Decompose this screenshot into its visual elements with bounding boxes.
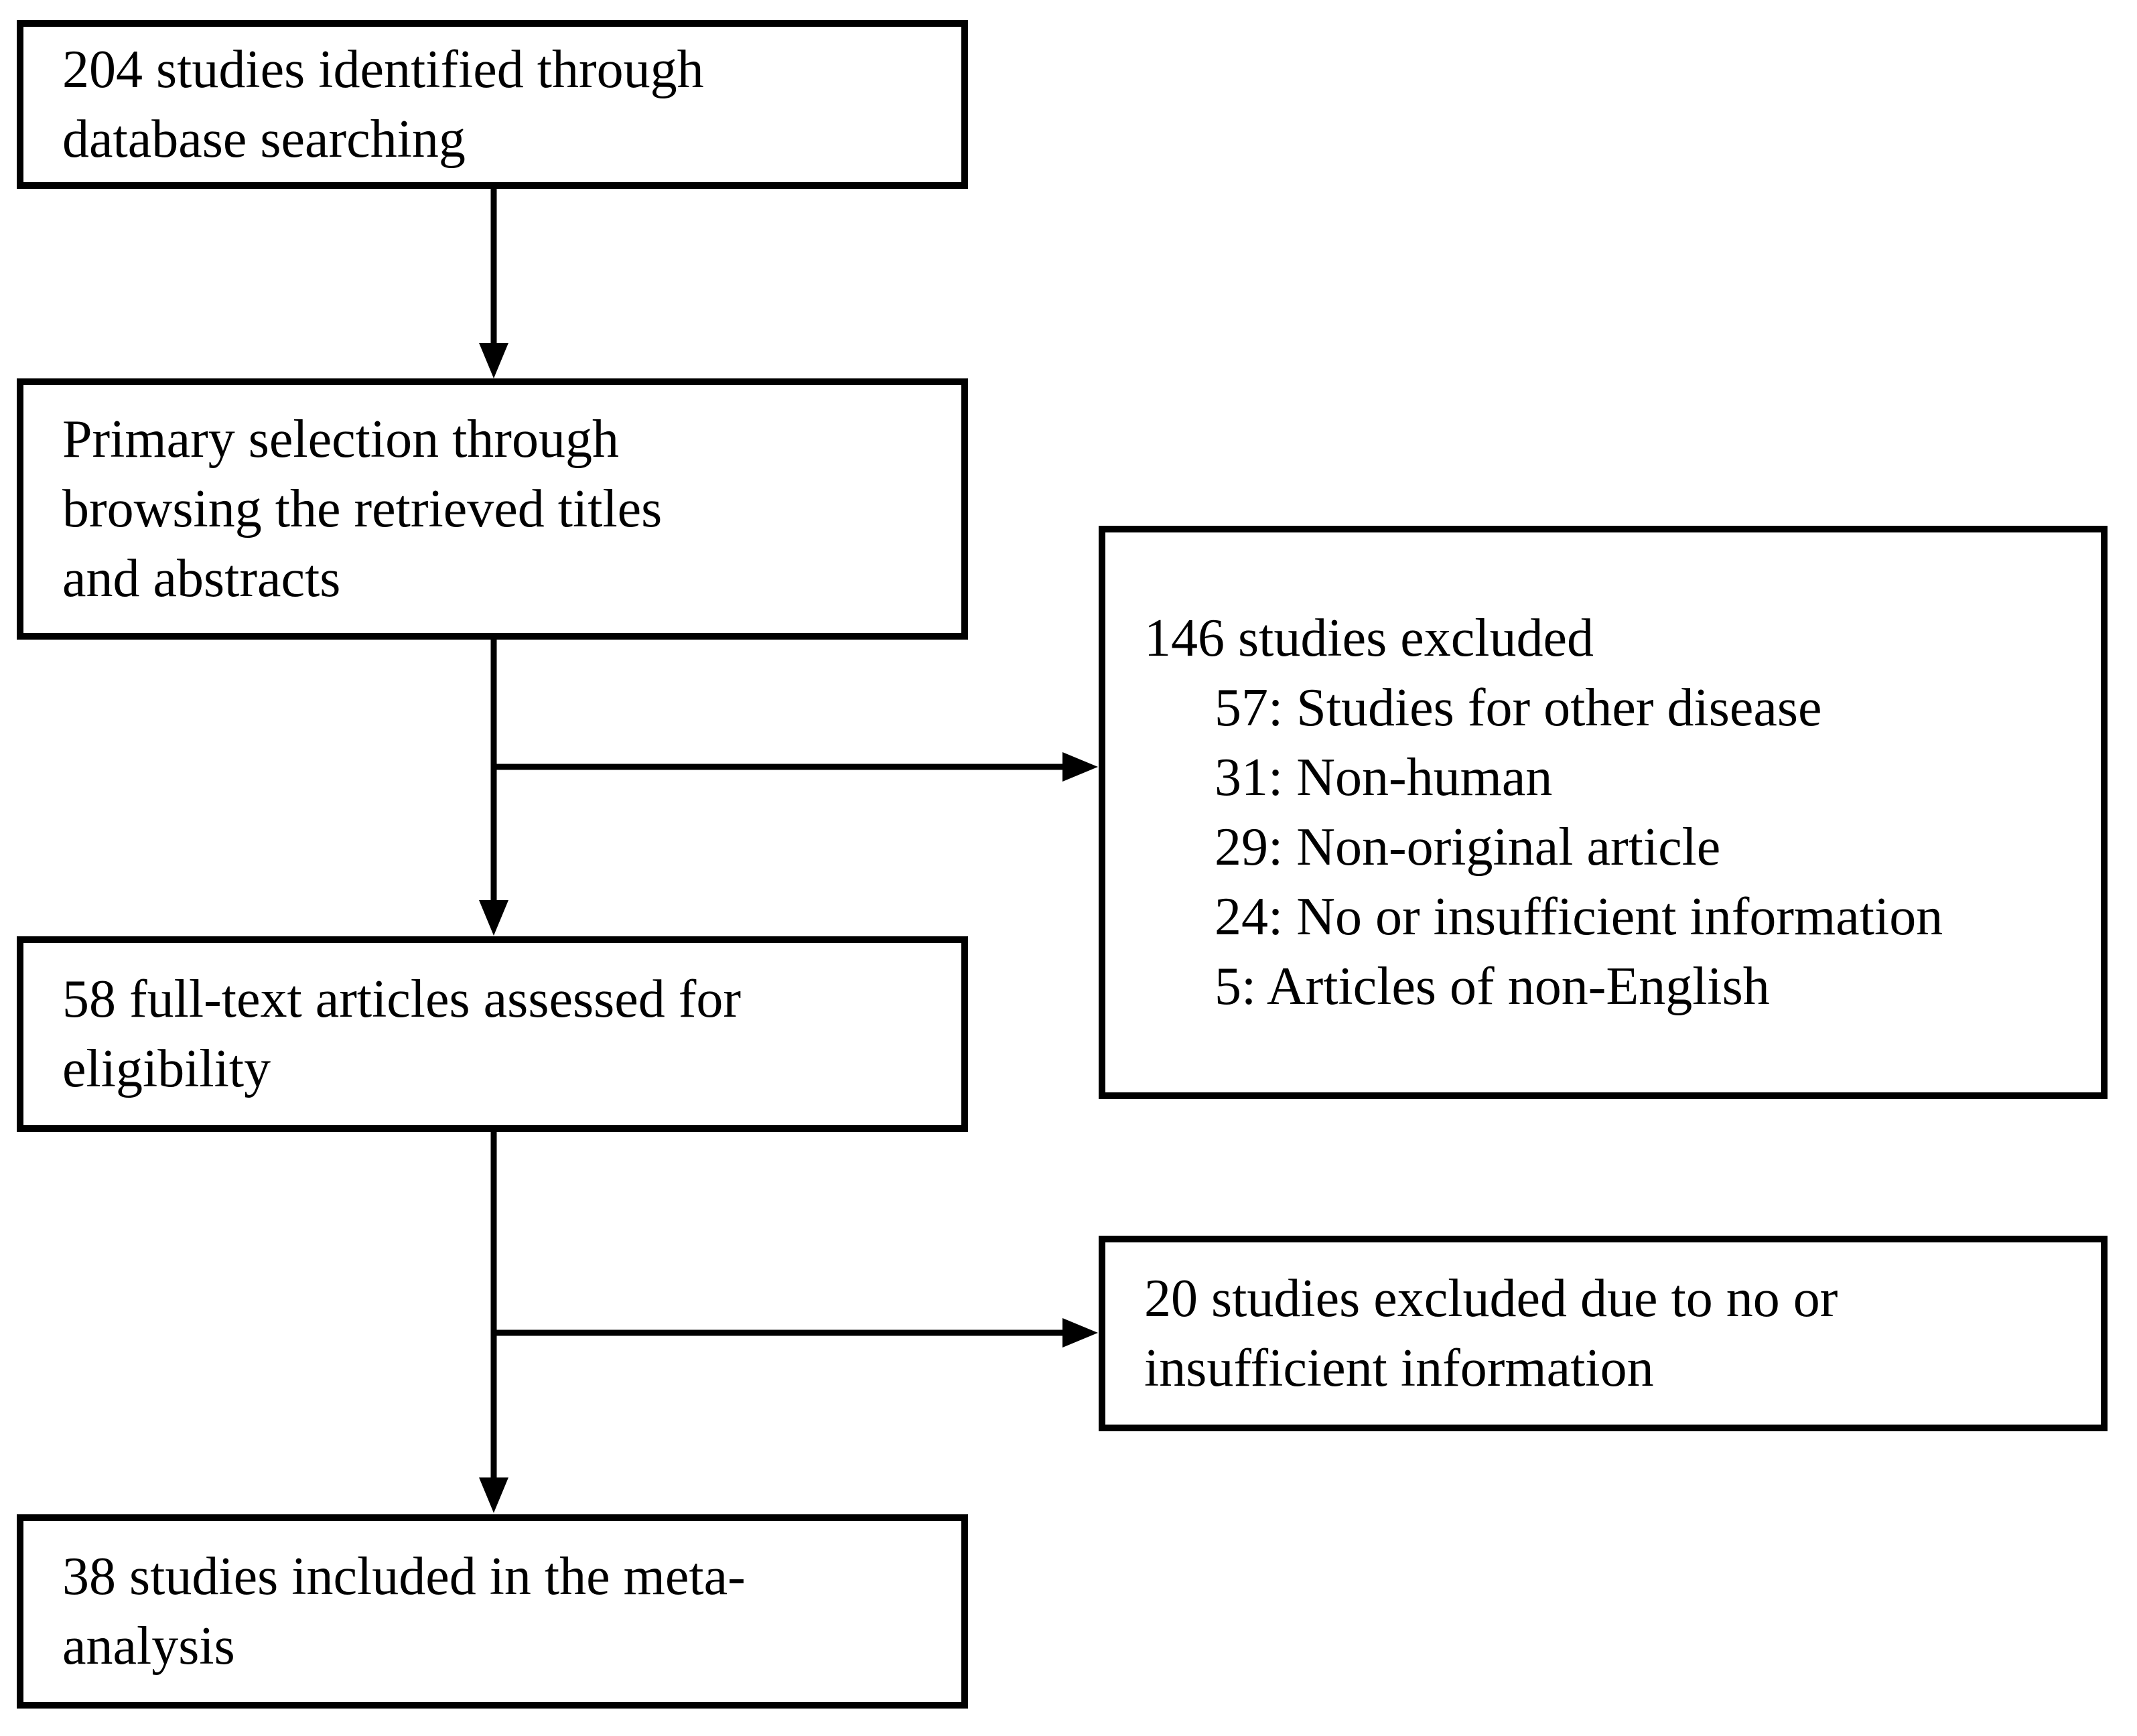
box-excluded-primary: 146 studies excluded 57: Studies for oth… [1099, 526, 2108, 1099]
box-text-line: browsing the retrieved titles [62, 480, 663, 538]
exclusion-item: 31: Non-human [1215, 748, 1553, 807]
exclusion-item: 57: Studies for other disease [1215, 678, 1822, 737]
box-included: 38 studies included in the meta- analysi… [17, 1514, 968, 1709]
exclusion-item: 29: Non-original article [1215, 818, 1721, 877]
box-text-line: 38 studies included in the meta- [62, 1547, 746, 1606]
box-text-line: Primary selection through [62, 410, 619, 469]
box-text-line: 58 full-text articles assessed for [62, 970, 742, 1029]
box-text-line: 204 studies identified through [62, 40, 704, 99]
arrow-branch-to-excluded-primary [491, 752, 1098, 782]
box-excluded-fulltext: 20 studies excluded due to no or insuffi… [1099, 1236, 2108, 1431]
box-identified: 204 studies identified through database … [17, 20, 968, 189]
box-primary-selection: Primary selection through browsing the r… [17, 378, 968, 640]
arrow-identified-to-primary [479, 189, 508, 378]
box-fulltext-assessed: 58 full-text articles assessed for eligi… [17, 936, 968, 1132]
arrow-branch-to-excluded-fulltext [491, 1318, 1098, 1348]
exclusion-item: 24: No or insufficient information [1215, 887, 1943, 946]
box-text-line: insufficient information [1144, 1339, 1654, 1398]
box-text-line: database searching [62, 110, 466, 169]
box-text-line: analysis [62, 1617, 235, 1676]
exclusion-heading: 146 studies excluded [1144, 609, 1594, 668]
box-text-line: and abstracts [62, 549, 341, 608]
arrow-fulltext-to-included [479, 1132, 508, 1513]
box-text-line: eligibility [62, 1039, 271, 1098]
box-text-line: 20 studies excluded due to no or [1144, 1269, 1838, 1328]
arrow-primary-to-fulltext [479, 638, 508, 936]
exclusion-item: 5: Articles of non-English [1215, 957, 1770, 1016]
